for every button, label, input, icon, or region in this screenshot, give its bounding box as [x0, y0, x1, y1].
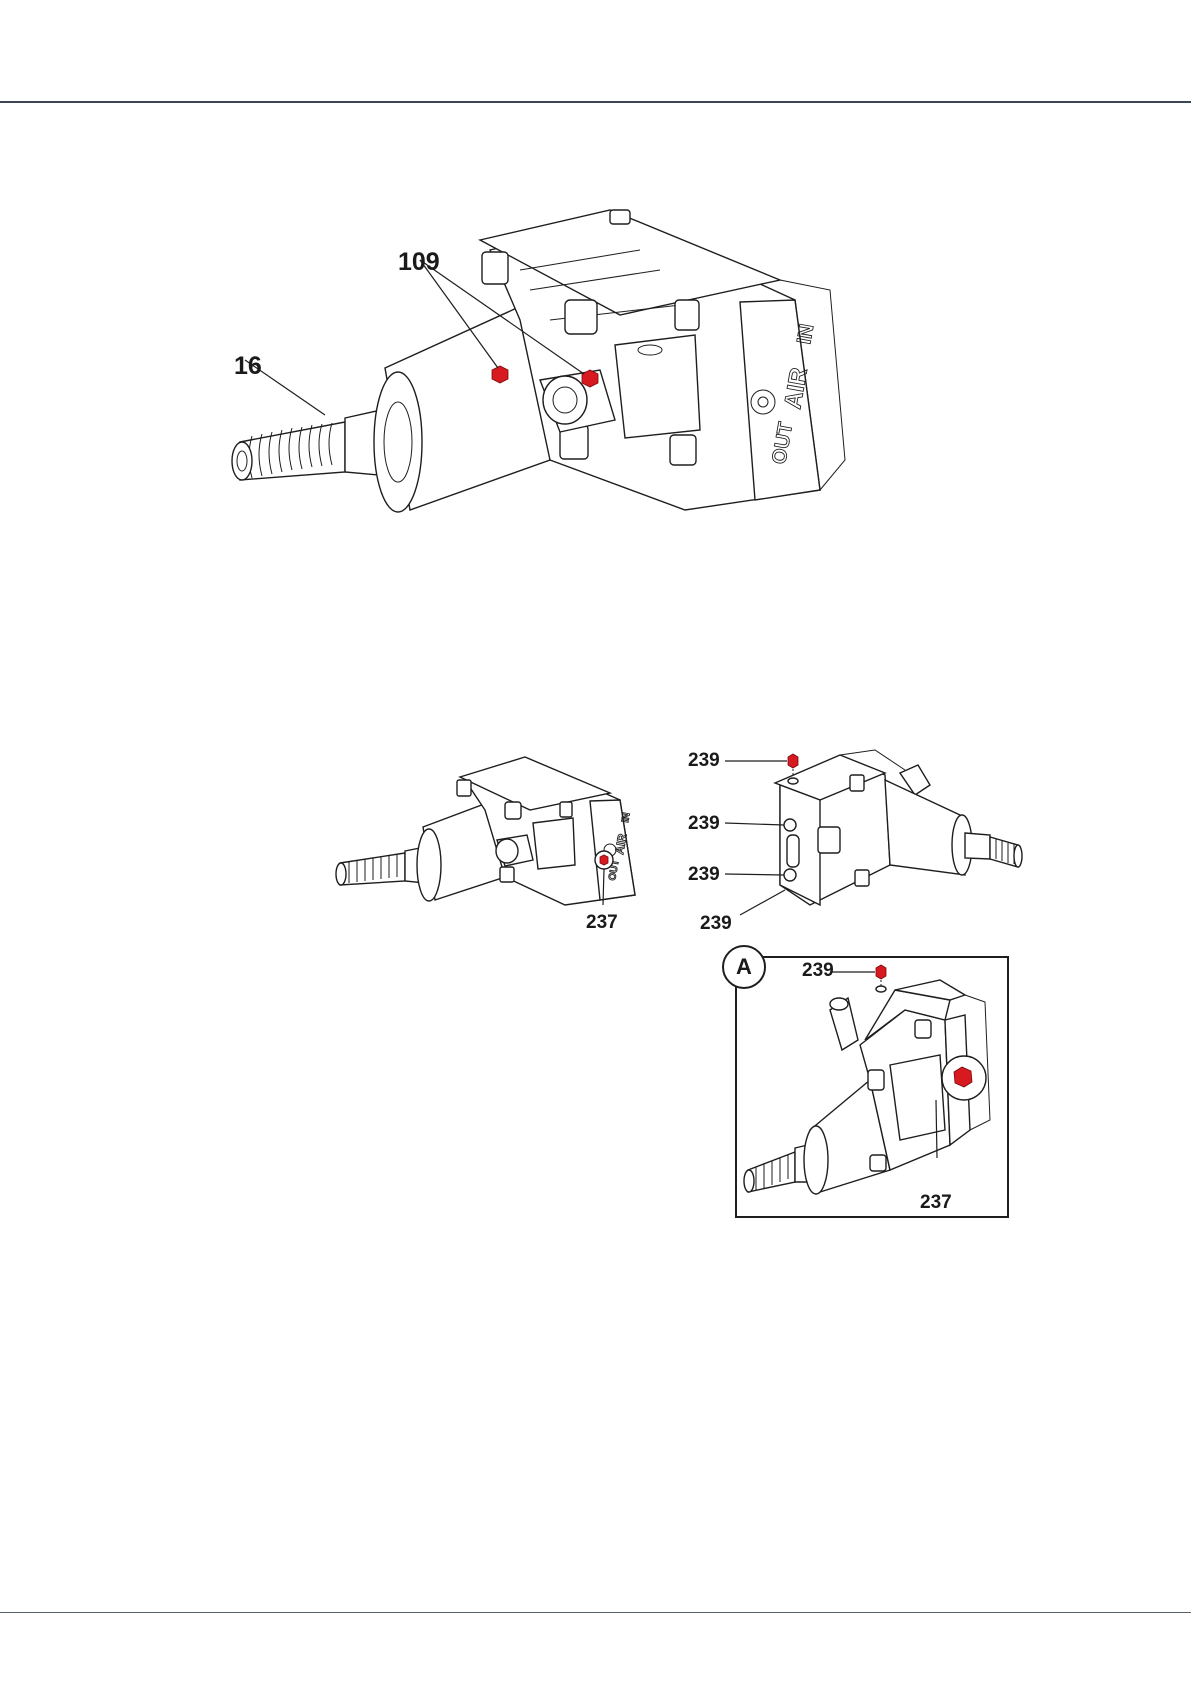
housing-text-in-small: IN: [620, 812, 633, 824]
drill-motor-illustration-detail-a: [740, 960, 1005, 1210]
callout-239-mid: 239: [688, 813, 720, 835]
threaded-shank-rear: [965, 833, 1022, 867]
housing-text-in: IN: [793, 322, 818, 346]
drill-motor-illustration-bottom-right: [690, 745, 1020, 925]
callout-239-detail: 239: [802, 960, 834, 982]
callout-16: 16: [234, 352, 262, 381]
leader-239-mid: [725, 823, 784, 825]
drill-motor-illustration-top: OUT AIR IN: [220, 210, 900, 530]
threaded-shank-detail: [744, 1144, 812, 1192]
plug-239-top: [788, 754, 798, 784]
plug-237-detail-magnified: [942, 1056, 986, 1100]
callout-239-low: 239: [688, 864, 720, 886]
leader-239-bottom: [740, 890, 785, 915]
plug-239-detail: [876, 965, 886, 992]
threaded-shank: [232, 408, 390, 480]
plug-237: [595, 851, 613, 869]
callout-239-bottom: 239: [700, 913, 732, 935]
threaded-shank-small: [336, 847, 425, 885]
footer-rule: [0, 1612, 1191, 1613]
callout-239-top: 239: [688, 750, 720, 772]
header-rule: [0, 101, 1191, 103]
leader-239-low: [725, 874, 784, 875]
callout-109: 109: [398, 248, 440, 277]
plug-109-right: [582, 370, 598, 387]
callout-237: 237: [586, 912, 618, 934]
plug-109-left: [492, 366, 508, 383]
callout-237-detail: 237: [920, 1192, 952, 1214]
drill-motor-illustration-bottom-left: OUT AIR IN: [335, 755, 645, 915]
